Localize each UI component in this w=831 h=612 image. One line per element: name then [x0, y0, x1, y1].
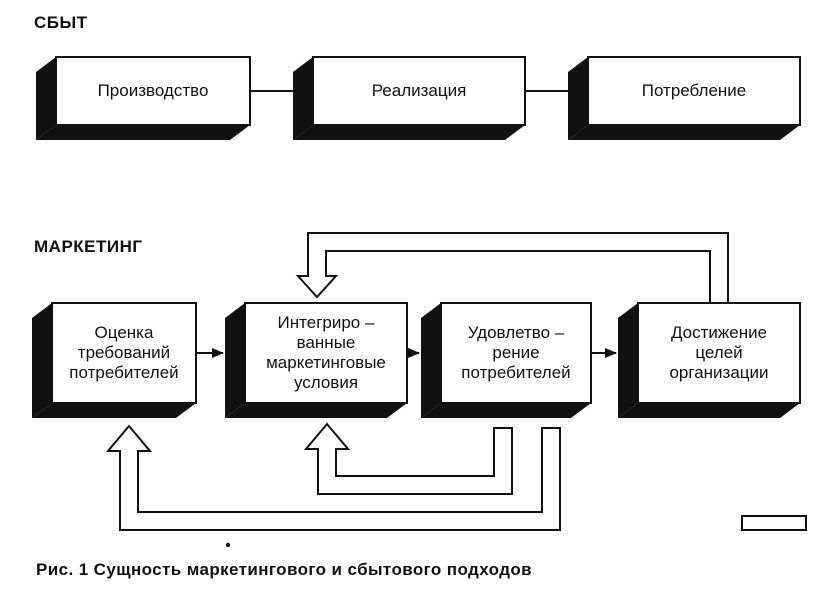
sbyt-box-realization	[293, 56, 526, 140]
sbyt-box-production-label: Производство	[97, 81, 209, 100]
section-label-marketing: МАРКЕТИНГ	[34, 237, 143, 256]
sbyt-box-production	[36, 56, 251, 140]
marketing-box-goals	[618, 302, 801, 418]
feedback-arrow-goals-to-integrated	[295, 232, 729, 304]
speck-dot	[225, 542, 231, 548]
sbyt-box-consumption-label: Потребление	[641, 81, 747, 100]
marketing-box-satisfaction-label: Удовлетво – рение потребителей	[461, 323, 571, 382]
marketing-box-goals-label: Достижение целей организации	[669, 323, 769, 382]
feedback-arrow-satisfaction-to-integrated	[303, 422, 513, 495]
marketing-box-integrated-label: Интегриро – ванные маркетинговые условия	[266, 313, 386, 392]
legend-rectangle	[741, 515, 807, 531]
sbyt-box-realization-label: Реализация	[371, 81, 467, 100]
marketing-box-assessment	[32, 302, 197, 418]
marketing-box-satisfaction	[421, 302, 592, 418]
marketing-box-integrated	[225, 302, 408, 418]
sbyt-box-consumption	[568, 56, 801, 140]
section-label-sbyt: СБЫТ	[34, 13, 88, 32]
marketing-box-assessment-label: Оценка требований потребителей	[69, 323, 179, 382]
figure-caption: Рис. 1 Сущность маркетингового и сбытово…	[36, 560, 533, 579]
feedback-arrow-satisfaction-to-assessment	[105, 424, 561, 531]
